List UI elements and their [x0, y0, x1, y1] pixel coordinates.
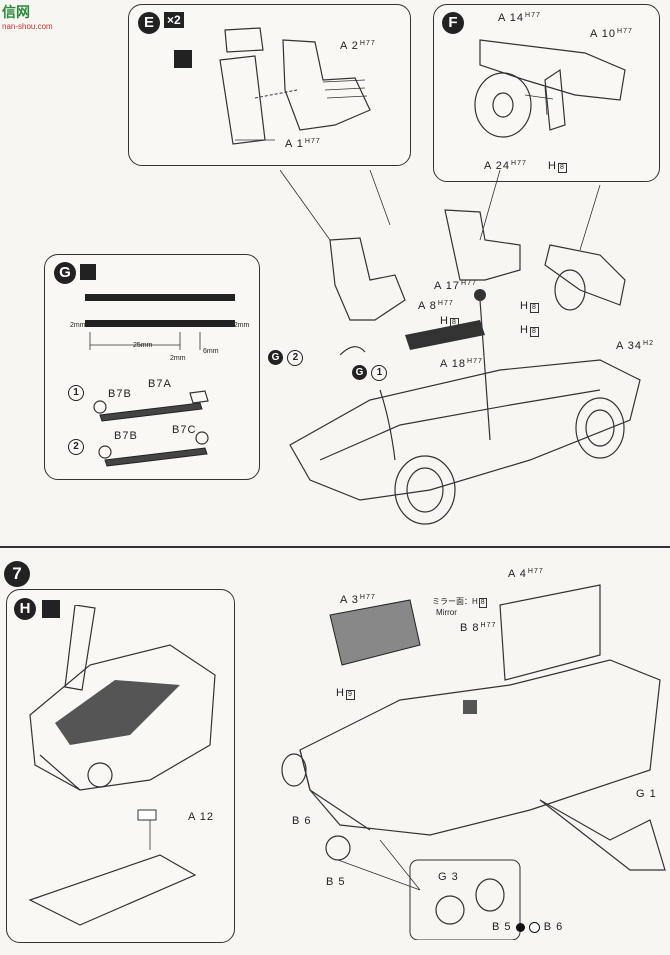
- step-g-badge: G: [54, 262, 76, 284]
- dim-2mm-bottom: 2mm: [170, 355, 186, 362]
- dim-6mm: 6mm: [203, 348, 219, 355]
- part-a14-label: A 14H77: [498, 12, 541, 24]
- paint-icon: [42, 600, 60, 618]
- part-b7a-label: B7A: [148, 378, 172, 390]
- part-b5-label: B 5: [326, 876, 346, 888]
- part-a10-label: A 10H77: [590, 28, 633, 40]
- watermark-logo: 信网: [2, 4, 30, 20]
- part-a17-label: A 17H77: [434, 280, 477, 292]
- part-a2-label: A 2H77: [340, 40, 376, 52]
- step-e-panel: [128, 4, 411, 166]
- variant-2-drawing: [98, 431, 209, 467]
- dashboard-steering-drawing: [474, 39, 626, 138]
- car-body-drawing: [281, 584, 666, 940]
- section-divider: [0, 546, 670, 548]
- part-a18-label: A 18H77: [440, 358, 483, 370]
- step-h-panel: [6, 589, 235, 943]
- part-a3-label: A 3H77: [340, 594, 376, 606]
- part-a24-label: A 24H77: [484, 160, 527, 172]
- part-b7b-label: B7B: [114, 430, 138, 442]
- part-g1-label: G 1: [636, 788, 657, 800]
- car-front-hood-drawing: [28, 605, 216, 926]
- g1-callout: G 1: [352, 362, 388, 381]
- step-h-badge: H: [14, 598, 36, 620]
- part-b7b-label: B7B: [108, 388, 132, 400]
- part-b7c-label: B7C: [172, 424, 197, 436]
- dim-25mm: 25mm: [133, 342, 153, 349]
- paint-icon: [80, 264, 96, 280]
- watermark-url: nan-shou.com: [2, 22, 53, 31]
- mirror-en-label: Mirror: [436, 608, 457, 617]
- variant-2-number: 2: [68, 436, 84, 455]
- cable-drawing: [85, 294, 235, 350]
- variant-1-drawing: [93, 390, 209, 422]
- seat-parts-drawing: [219, 27, 371, 145]
- multiplier-label: ×2: [164, 12, 184, 28]
- variant-1-number: 1: [68, 382, 84, 401]
- car-interior-drawing: [280, 170, 641, 525]
- part-b5-b6-label: B 5 B 6: [492, 921, 564, 933]
- part-b8-label: B 8H77: [460, 622, 497, 634]
- dim-1-2mm: 1.2mm: [228, 322, 250, 329]
- step-7-number: 7: [4, 561, 30, 587]
- black-dot-icon: [515, 922, 525, 932]
- step-f-badge: F: [442, 12, 464, 34]
- part-a1-label: A 1H77: [285, 138, 321, 150]
- part-a4-label: A 4H77: [508, 568, 544, 580]
- part-b6-label: B 6: [292, 815, 312, 827]
- white-dot-icon: [528, 921, 540, 933]
- dim-2mm-left: 2mm: [70, 322, 86, 329]
- part-g3-label: G 3: [438, 871, 459, 883]
- g2-callout: G 2: [268, 347, 304, 366]
- part-a34-label: A 34H2: [616, 340, 654, 352]
- step-e-badge: E: [138, 12, 160, 34]
- part-a8-label: A 8H77: [418, 300, 454, 312]
- paint-icon: [174, 50, 192, 68]
- part-a12-label: A 12: [188, 811, 215, 823]
